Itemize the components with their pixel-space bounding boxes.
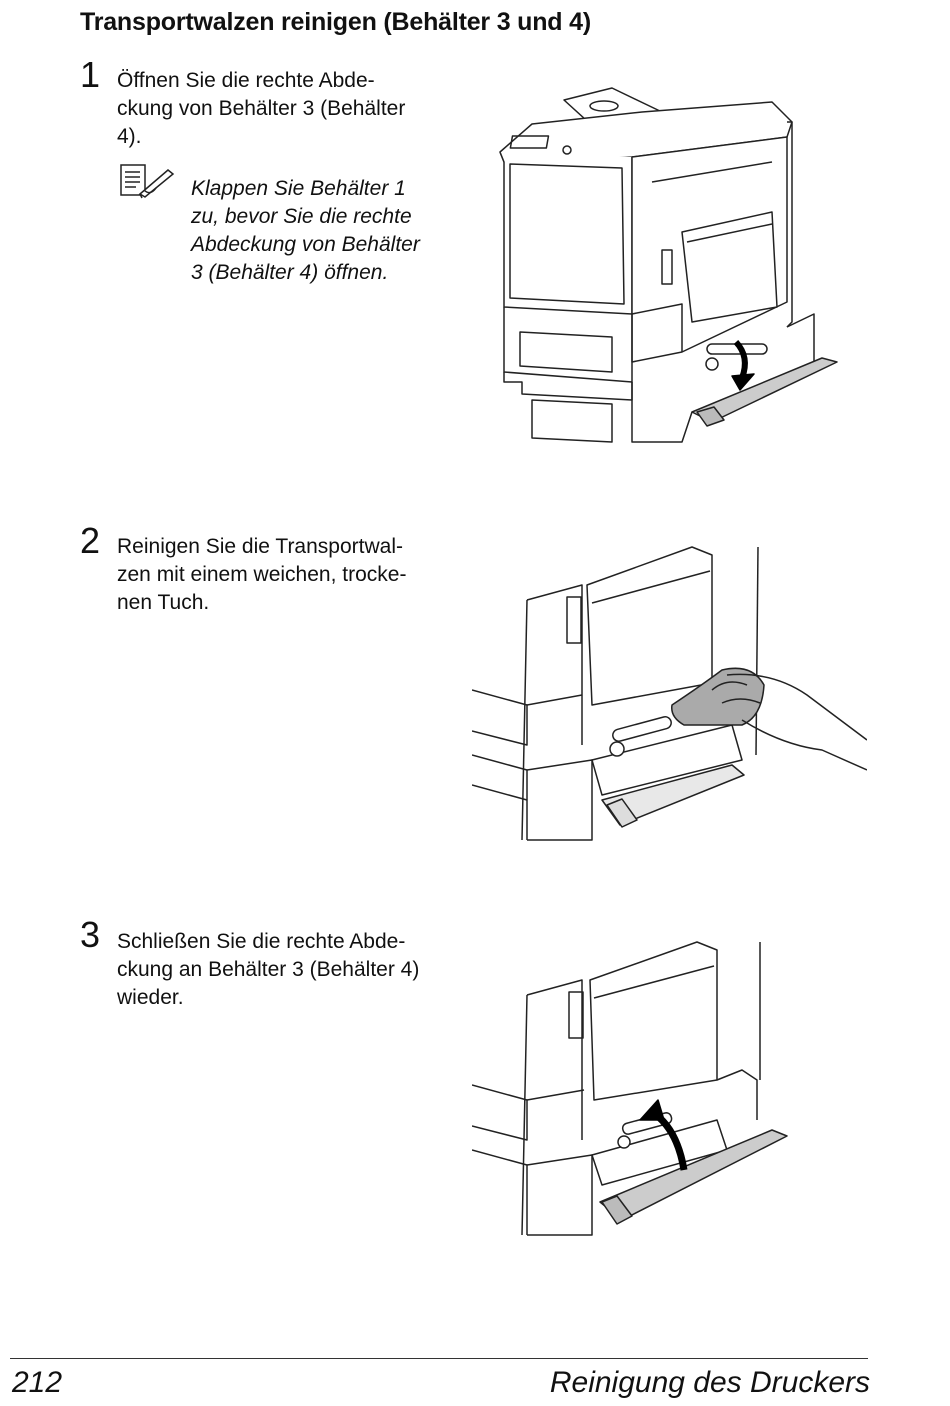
note-text: Klappen Sie Behälter 1 zu, bevor Sie die… <box>191 177 420 284</box>
step-3-number: 3 <box>80 914 101 955</box>
note-pencil-icon <box>118 162 176 200</box>
step-1-number: 1 <box>80 54 101 95</box>
chapter-title: Reinigung des Druckers <box>549 1366 870 1399</box>
footer-divider <box>10 1358 868 1359</box>
step-3-text: Schließen Sie die rechte Abde- ckung an … <box>117 930 420 1009</box>
page-number: 212 <box>12 1366 63 1399</box>
step-1-text: Öffnen Sie die rechte Abde- ckung von Be… <box>117 69 406 148</box>
printer-close-cover-illustration <box>472 940 792 1240</box>
step-2-number: 2 <box>80 520 101 561</box>
step-2-text: Reinigen Sie die Transportwal- zen mit e… <box>117 535 407 614</box>
cleaning-rollers-illustration <box>472 545 867 845</box>
printer-open-cover-illustration <box>492 82 842 444</box>
section-heading: Transportwalzen reinigen (Behälter 3 und… <box>80 8 591 36</box>
